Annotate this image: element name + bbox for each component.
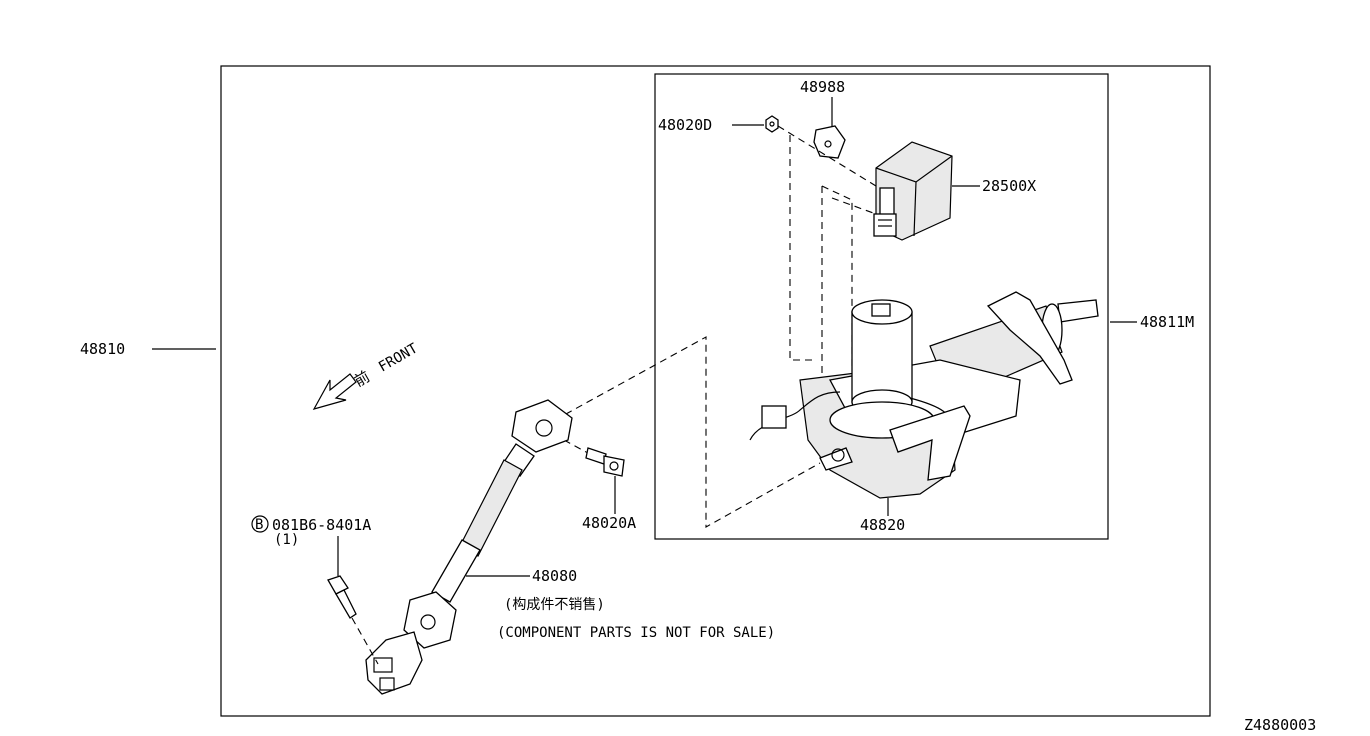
bolt-b-guide-line — [351, 617, 379, 665]
note-en: (COMPONENT PARTS IS NOT FOR SALE) — [497, 625, 775, 641]
shaft-guide-line — [554, 336, 821, 528]
figure-code: Z4880003 — [1244, 716, 1316, 734]
bolt-b-icon — [327, 575, 357, 619]
bolt-b-circle-letter: B — [255, 517, 263, 533]
subassembly-label: 48811M — [1140, 313, 1194, 331]
unit-guide-line-3 — [831, 197, 877, 215]
bracket-guide-line — [789, 135, 815, 361]
front-arrow-icon — [312, 373, 357, 410]
control-unit-label: 28500X — [982, 177, 1036, 195]
bolt-a-guide-line — [563, 439, 587, 453]
bolt-a-label: 48020A — [582, 514, 636, 532]
front-label: FRONT — [376, 340, 421, 375]
assembly-label: 48810 — [80, 340, 125, 358]
bolt-b-circle — [251, 515, 269, 533]
bolt-a-icon — [585, 447, 625, 477]
nut-icon — [765, 115, 779, 133]
unit-guide-line-2 — [821, 185, 853, 370]
bracket-label: 48988 — [800, 78, 845, 96]
lower-shaft-icon — [365, 399, 573, 695]
column-motor-label: 48820 — [860, 516, 905, 534]
bolt-b-qty: (1) — [274, 532, 299, 548]
bolt-b-label: 081B6-8401A — [272, 516, 371, 534]
steering-column-icon — [749, 291, 1099, 499]
control-unit-icon — [873, 141, 953, 241]
lower-shaft-label: 48080 — [532, 567, 577, 585]
assembly-frame — [220, 65, 1211, 717]
note-cn: (构成件不销售) — [504, 597, 605, 613]
front-kanji: 前 — [351, 367, 373, 390]
bolt-d-label: 48020D — [658, 116, 712, 134]
bracket-icon — [813, 125, 846, 159]
subassembly-frame — [654, 73, 1109, 540]
